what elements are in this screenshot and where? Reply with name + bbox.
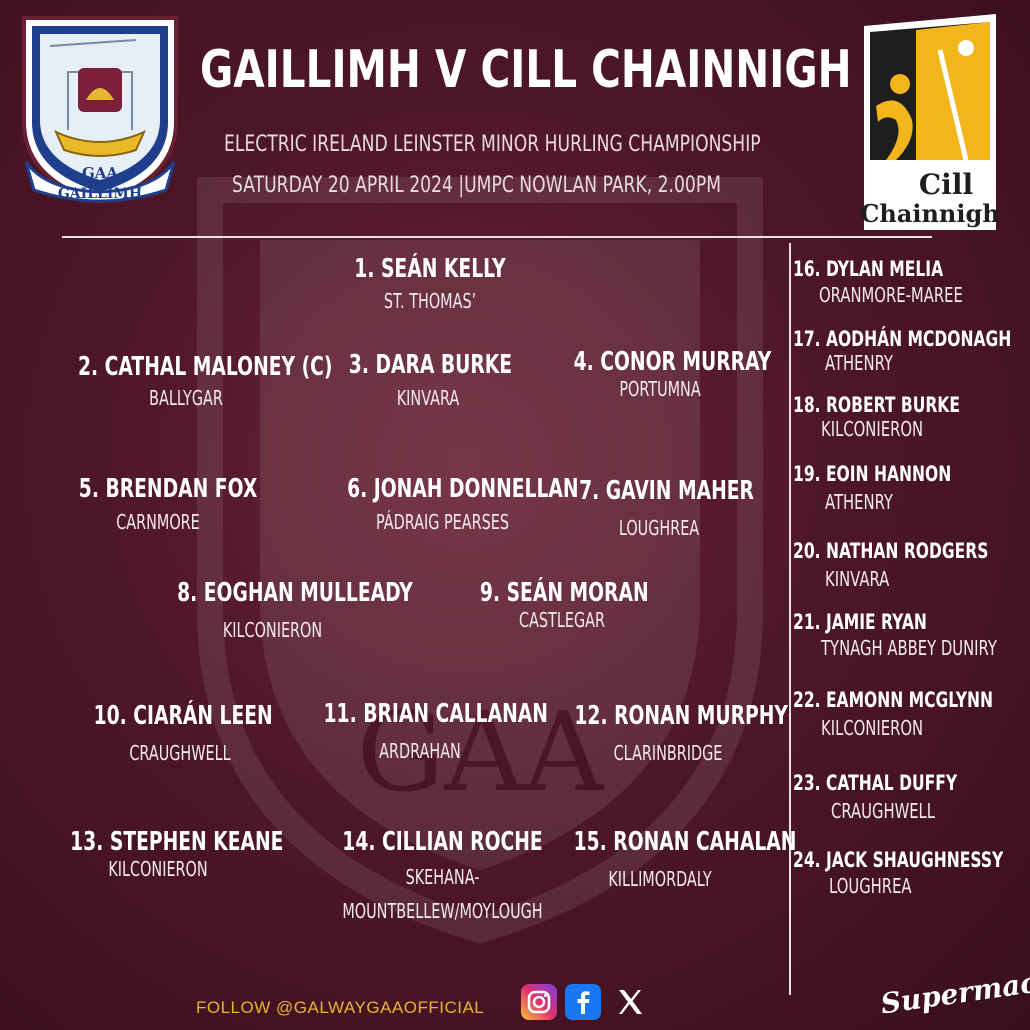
player-name: 9. SEÁN MORAN	[479, 578, 649, 608]
player-name: 8. EOGHAN MULLEADY	[177, 578, 413, 608]
follow-handle[interactable]: FOLLOW @GALWAYGAAOFFICIAL	[196, 998, 485, 1017]
player-3: 3. DARA BURKE KINVARA	[318, 350, 538, 410]
match-title: GAILLIMH V CILL CHAINNIGH	[200, 40, 852, 100]
sub-name: 22. EAMONN MCGLYNN	[793, 688, 994, 712]
sub-24: 24. JACK SHAUGHNESSY LOUGHREA	[793, 848, 1030, 898]
player-2: 2. CATHAL MALONEY (C) BALLYGAR	[36, 352, 336, 410]
player-club: CRAUGHWELL	[129, 741, 231, 765]
player-1: 1. SEÁN KELLY ST. THOMAS’	[310, 254, 550, 313]
sub-20: 20. NATHAN RODGERS KINVARA	[793, 539, 1030, 591]
player-club: CASTLEGAR	[519, 608, 605, 632]
player-club: SKEHANA-	[405, 865, 480, 889]
player-club-line2: MOUNTBELLEW/MOYLOUGH	[342, 899, 543, 923]
sponsor-logo: Supermac's	[878, 962, 1030, 1021]
player-club: KILCONIERON	[108, 857, 208, 881]
sub-18: 18. ROBERT BURKE KILCONIERON	[793, 393, 1019, 441]
player-11: 11. BRIAN CALLANAN ARDRAHAN	[286, 699, 554, 763]
sub-club: KILCONIERON	[821, 716, 924, 740]
sub-club: TYNAGH ABBEY DUNIRY	[821, 636, 997, 660]
instagram-icon[interactable]	[521, 984, 557, 1020]
sub-23: 23. CATHAL DUFFY CRAUGHWELL	[793, 771, 1015, 823]
player-name: 7. GAVIN MAHER	[579, 476, 754, 506]
sub-name: 23. CATHAL DUFFY	[793, 771, 958, 795]
sub-club: ATHENRY	[825, 490, 893, 514]
player-name: 14. CILLIAN ROCHE	[342, 827, 543, 857]
competition-name: ELECTRIC IRELAND LEINSTER MINOR HURLING …	[224, 132, 761, 157]
player-name: 12. RONAN MURPHY	[574, 701, 788, 731]
svg-text:GAA: GAA	[357, 688, 605, 816]
sub-21: 21. JAMIE RYAN TYNAGH ABBEY DUNIRY	[793, 610, 1030, 660]
sub-name: 18. ROBERT BURKE	[793, 393, 960, 417]
player-club: KILLIMORDALY	[608, 867, 712, 891]
player-10: 10. CIARÁN LEEN CRAUGHWELL	[60, 701, 300, 765]
sub-16: 16. DYLAN MELIA ORANMORE-MAREE	[793, 257, 1013, 307]
player-name: 15. RONAN CAHALAN	[573, 827, 797, 857]
galway-crest-badge: GAA	[82, 164, 118, 182]
player-name: 11. BRIAN CALLANAN	[323, 699, 548, 729]
player-club: BALLYGAR	[149, 386, 223, 410]
sub-19: 19. EOIN HANNON ATHENRY	[793, 462, 1007, 514]
player-club: KINVARA	[396, 386, 460, 410]
player-name: 13. STEPHEN KEANE	[70, 827, 284, 857]
player-name: 10. CIARÁN LEEN	[93, 701, 273, 731]
sub-club: KINVARA	[825, 567, 890, 591]
player-name: 6. JONAH DONNELLAN	[347, 474, 579, 504]
sub-club: KILCONIERON	[821, 417, 924, 441]
kilkenny-crest-logo: Cill Chainnigh	[860, 14, 1000, 230]
kilkenny-crest-line2: Chainnigh	[860, 199, 999, 228]
player-club: KILCONIERON	[222, 618, 323, 642]
player-5: 5. BRENDAN FOX CARNMORE	[48, 474, 268, 534]
sub-name: 19. EOIN HANNON	[793, 462, 952, 486]
player-name: 5. BRENDAN FOX	[78, 474, 258, 504]
facebook-icon[interactable]	[565, 984, 601, 1020]
sub-22: 22. EAMONN MCGLYNN KILCONIERON	[793, 688, 1030, 740]
background-crest-watermark: GAA	[197, 177, 763, 944]
sub-club: CRAUGHWELL	[831, 799, 936, 823]
player-9: 9. SEÁN MORAN CASTLEGAR	[448, 578, 676, 632]
fixture-details: SATURDAY 20 APRIL 2024 |UMPC NOWLAN PARK…	[232, 173, 722, 198]
player-6: 6. JONAH DONNELLAN PÁDRAIG PEARSES	[310, 474, 579, 534]
x-icon[interactable]	[612, 984, 648, 1020]
player-4: 4. CONOR MURRAY PORTUMNA	[540, 347, 780, 401]
player-club: CARNMORE	[116, 510, 200, 534]
player-club: CLARINBRIDGE	[613, 741, 723, 765]
player-club: PÁDRAIG PEARSES	[376, 510, 509, 534]
player-club: LOUGHREA	[618, 516, 700, 540]
subs-divider	[789, 243, 791, 995]
sub-name: 16. DYLAN MELIA	[793, 257, 944, 281]
player-15: 15. RONAN CAHALAN KILLIMORDALY	[540, 827, 797, 891]
player-13: 13. STEPHEN KEANE KILCONIERON	[36, 827, 284, 881]
player-club: ST. THOMAS’	[383, 289, 477, 313]
kilkenny-crest-line1: Cill	[919, 168, 973, 201]
galway-crest-logo: GAA GAILLIMH	[22, 16, 178, 205]
sub-club: ATHENRY	[825, 351, 893, 375]
sub-name: 17. AODHÁN MCDONAGH	[793, 327, 1012, 351]
sub-name: 24. JACK SHAUGHNESSY	[793, 848, 1004, 872]
player-8: 8. EOGHAN MULLEADY KILCONIERON	[140, 578, 413, 642]
player-name: 3. DARA BURKE	[348, 350, 513, 380]
header-divider	[62, 236, 932, 238]
sub-club: ORANMORE-MAREE	[819, 283, 963, 307]
sub-name: 20. NATHAN RODGERS	[793, 539, 989, 563]
player-14: 14. CILLIAN ROCHE SKEHANA- MOUNTBELLEW/M…	[300, 827, 585, 923]
sub-name: 21. JAMIE RYAN	[793, 610, 927, 634]
player-7: 7. GAVIN MAHER LOUGHREA	[548, 476, 770, 540]
sub-club: LOUGHREA	[829, 874, 912, 898]
player-club: PORTUMNA	[619, 377, 701, 401]
player-name: 2. CATHAL MALONEY (C)	[77, 352, 333, 382]
player-12: 12. RONAN MURPHY CLARINBRIDGE	[538, 701, 798, 765]
galway-crest-name: GAILLIMH	[58, 186, 142, 202]
player-name: 4. CONOR MURRAY	[573, 347, 772, 377]
sub-17: 17. AODHÁN MCDONAGH ATHENRY	[793, 327, 1030, 375]
player-club: ARDRAHAN	[379, 739, 461, 763]
player-name: 1. SEÁN KELLY	[354, 254, 506, 284]
